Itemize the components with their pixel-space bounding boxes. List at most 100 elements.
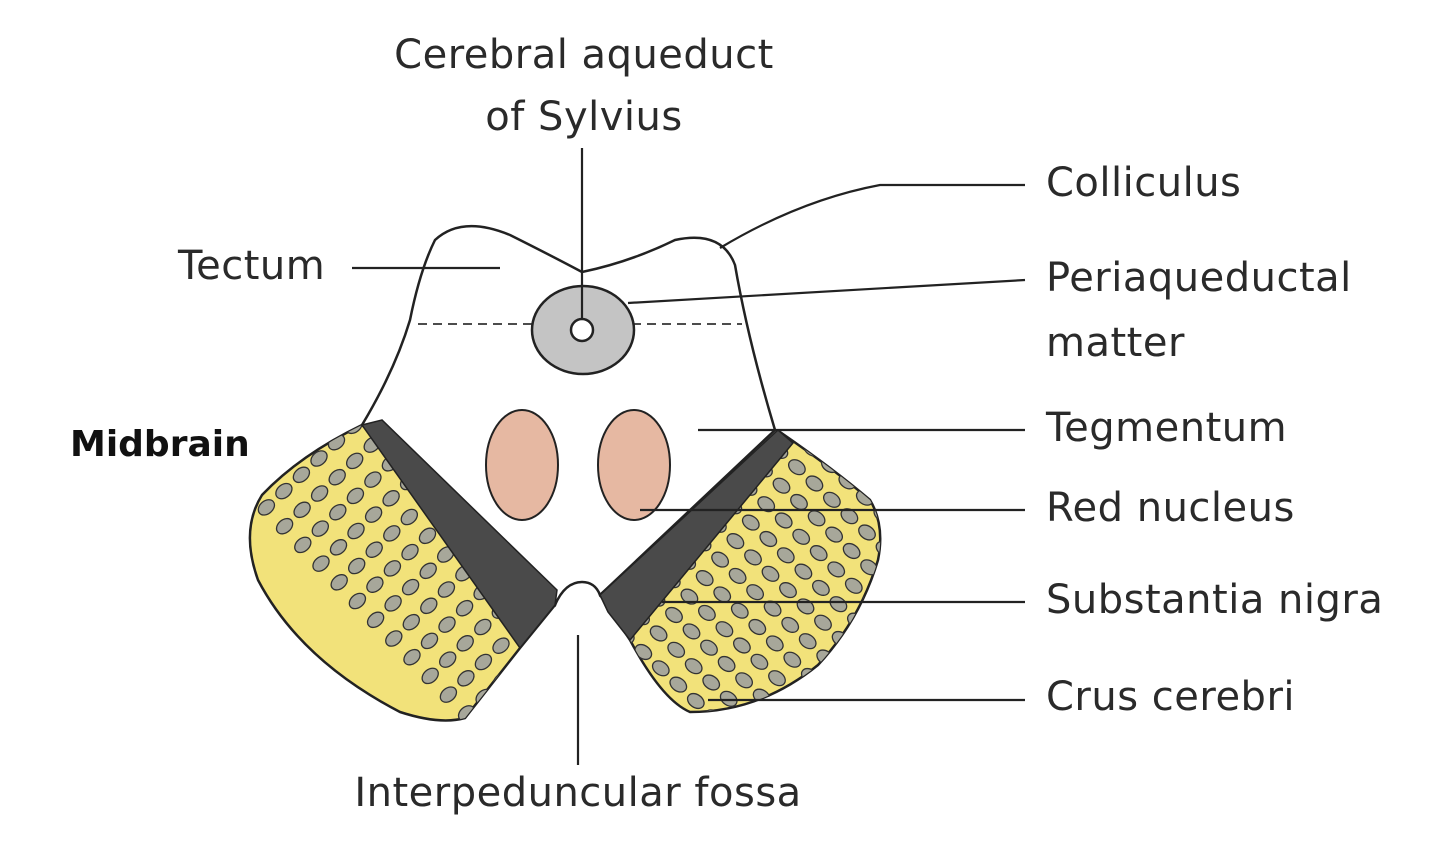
fiber-bundle [527,639,546,657]
fiber-bundle [770,737,792,758]
fiber-bundle [474,653,493,671]
fiber-bundle [719,690,738,707]
fiber-bundle [792,528,811,545]
fiber-bundle [777,842,799,857]
fiber-bundle [364,506,383,523]
fiber-bundle [807,510,826,527]
fiber-bundle [911,606,933,627]
fiber-bundle [730,602,749,619]
fiber-bundle [669,676,688,693]
fiber-bundle [474,618,492,636]
fiber-bundle [803,702,821,712]
fiber-bundle [889,520,911,541]
fiber-bundle [792,823,814,844]
fiber-bundle [275,517,294,535]
fiber-bundle [402,613,421,631]
fiber-bundle [649,625,668,642]
fiber-bundle [455,599,474,617]
fiber-bundle [580,593,602,614]
fiber-bundle [545,623,555,641]
fiber-bundle [294,536,312,554]
fiber-bundle [600,664,604,681]
fiber-bundle [880,643,902,664]
fiber-bundle [492,637,510,654]
fiber-bundle [383,560,402,577]
fiber-bundle [700,639,718,656]
fiber-bundle [827,561,846,578]
label-substantia-nigra: Substantia nigra [1046,577,1384,623]
fiber-bundle [360,364,382,386]
fiber-bundle [750,653,769,670]
fiber-bundle [312,555,330,572]
fiber-bundle [776,547,795,564]
fiber-bundle [737,739,759,760]
fiber-bundle [732,637,751,654]
fiber-bundle [794,563,813,580]
fiber-bundle [748,618,767,636]
fiber-bundle [438,651,457,668]
fiber-bundle [403,648,421,666]
fiber-bundle [292,431,310,449]
fiber-bundle [899,694,921,715]
fiber-bundle [682,623,701,640]
fiber-bundle [869,731,891,752]
fiber-bundle [324,361,346,383]
fiber-bundle [835,700,854,712]
fiber-bundle [438,616,456,633]
fiber-bundle [809,545,828,562]
fiber-bundle [257,499,276,516]
label-aqueduct-line1: Cerebral aqueduct [394,32,774,78]
fiber-bundle [330,574,348,591]
fiber-bundle [437,581,456,598]
fiber-bundle [946,638,968,659]
fiber-bundle [401,578,420,596]
fiber-bundle [342,345,364,367]
fiber-bundle [895,624,917,645]
fiber-bundle [275,482,293,500]
fiber-bundle [822,491,841,508]
fiber-bundle [814,614,832,631]
fiber-bundle [600,629,602,646]
fiber-bundle [456,635,474,652]
fiber-bundle [744,549,762,566]
fiber-bundle [772,477,791,494]
fiber-bundle [328,468,346,486]
fiber-bundle [961,620,983,641]
fiber-bundle [882,678,904,699]
fiber-bundle [926,587,948,608]
fiber-bundle [941,569,963,590]
label-crus-cerebri: Crus cerebri [1046,674,1296,720]
fiber-bundle [785,719,807,740]
fiber-bundle [309,425,328,432]
label-tegmentum: Tegmentum [1046,405,1288,451]
fiber-bundle [821,751,843,772]
fiber-bundle [603,680,622,698]
leader-periaqueductal [627,278,1026,305]
label-midbrain: Midbrain [70,424,250,465]
fiber-bundle [684,658,703,675]
fiber-bundle [311,520,330,537]
fiber-bundle [249,480,257,497]
fiber-bundle [906,536,928,557]
label-aqueduct-line2: of Sylvius [485,94,683,140]
fiber-bundle [753,721,775,742]
fiber-bundle [849,647,868,664]
fiber-bundle [759,825,781,846]
fiber-bundle [256,429,274,446]
fiber-bundle [787,459,806,476]
fiber-bundle [346,487,365,505]
fiber-bundle [811,579,830,596]
label-tectum: Tectum [178,243,326,289]
fiber-bundle [877,575,881,592]
fiber-bundle [807,805,829,826]
fiber-bundle [790,493,808,511]
fiber-bundle [636,711,658,732]
fiber-bundle [420,597,438,615]
fiber-bundle [781,616,800,633]
fiber-bundle [667,641,686,658]
label-interpeduncular-fossa: Interpeduncular fossa [354,770,802,816]
fiber-bundle [578,588,600,610]
fiber-bundle [421,667,439,685]
fiber-bundle [702,674,721,691]
